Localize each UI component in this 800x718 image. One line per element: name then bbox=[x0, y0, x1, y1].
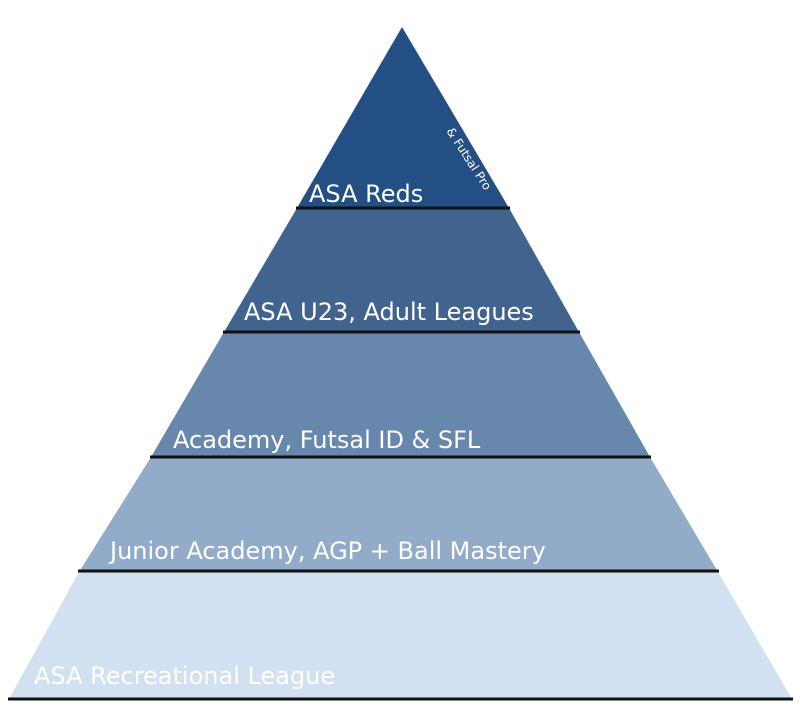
tier-label-asa-reds: ASA Reds bbox=[309, 180, 423, 208]
tier-band-1 bbox=[224, 208, 579, 332]
tier-band-4 bbox=[9, 572, 792, 699]
tier-label-u23-adult: ASA U23, Adult Leagues bbox=[244, 298, 534, 326]
tier-band-0 bbox=[297, 27, 509, 208]
tier-label-academy: Academy, Futsal ID & SFL bbox=[173, 426, 481, 454]
tier-band-2 bbox=[151, 332, 650, 457]
tier-label-junior-academy: Junior Academy, AGP + Ball Mastery bbox=[108, 537, 546, 565]
tier-band-3 bbox=[79, 457, 718, 572]
tier-label-recreational: ASA Recreational League bbox=[34, 662, 335, 690]
